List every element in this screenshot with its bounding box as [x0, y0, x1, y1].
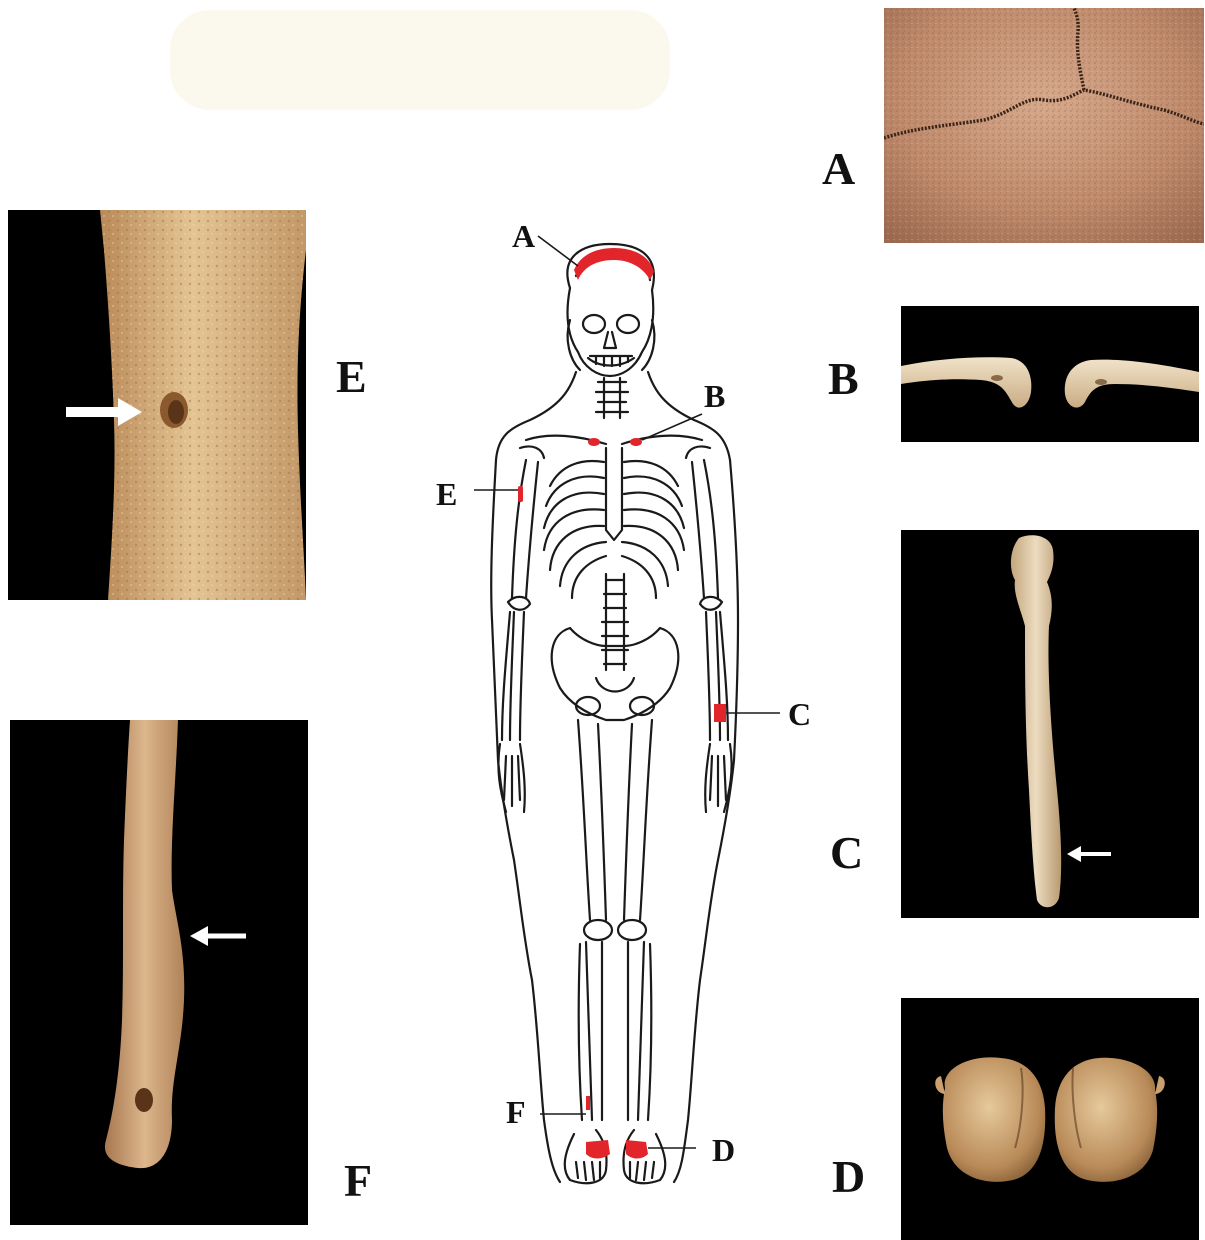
humerus-lesion-photo — [8, 210, 306, 600]
panel-label-b: B — [828, 356, 859, 402]
panel-label-e: E — [336, 354, 367, 400]
arrow-icon — [1067, 846, 1111, 862]
pelvis — [552, 628, 679, 720]
panel-label-d: D — [832, 1154, 865, 1200]
photo-panel-b — [901, 306, 1199, 442]
highlight-b-left — [588, 438, 600, 446]
photo-panel-d — [901, 998, 1199, 1240]
callout-label-f: F — [506, 1096, 526, 1128]
fibula-photo — [10, 720, 308, 1225]
callout-label-b: B — [704, 380, 725, 412]
skeleton-diagram — [420, 200, 800, 1200]
highlight-c-forearm — [714, 704, 726, 722]
highlight-d-right-tarsal — [626, 1140, 648, 1159]
callout-label-e: E — [436, 478, 457, 510]
callout-label-a: A — [512, 220, 535, 252]
callout-label-c: C — [788, 698, 811, 730]
photo-panel-e — [8, 210, 306, 600]
photo-panel-f — [10, 720, 308, 1225]
callout-label-d: D — [712, 1134, 735, 1166]
panel-label-c: C — [830, 830, 863, 876]
skull-suture-photo — [884, 8, 1204, 243]
panel-label-a: A — [822, 146, 855, 192]
clavicle-photo — [901, 306, 1199, 442]
leader-line-a — [538, 236, 578, 266]
arrow-icon — [190, 926, 246, 946]
highlight-e-humerus — [518, 486, 523, 502]
highlight-f-fibula — [586, 1096, 590, 1110]
background-artifact — [170, 10, 670, 110]
photo-panel-a — [884, 8, 1204, 243]
highlight-b-right — [630, 438, 642, 446]
panel-label-f: F — [344, 1158, 372, 1204]
photo-panel-c — [901, 530, 1199, 918]
forearm-bone-photo — [901, 530, 1199, 918]
highlight-d-left-tarsal — [586, 1140, 610, 1159]
body-outline — [491, 372, 576, 1182]
tarsal-bone-photo — [901, 998, 1199, 1240]
